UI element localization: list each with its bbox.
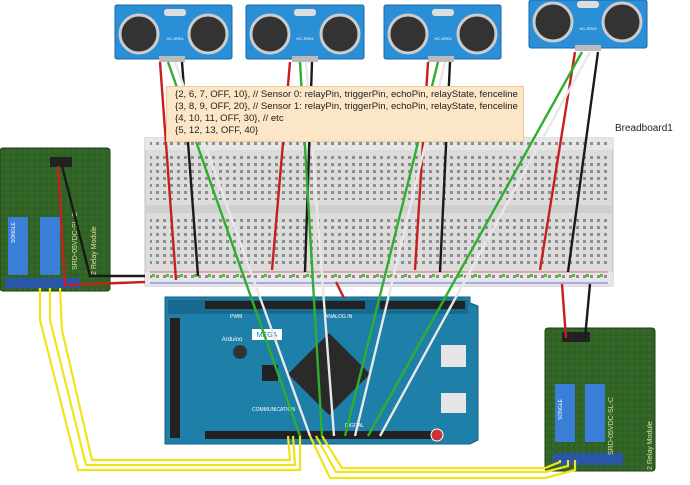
code-note: {2, 6, 7, OFF, 10}, // Sensor 0: relayPi…	[166, 86, 524, 142]
power-rail-top	[150, 140, 608, 148]
terminal-strip-bottom	[150, 216, 608, 264]
ultrasonic-sensor-2: HC-SR04	[245, 4, 365, 62]
relay-right-brand: SONGLE	[558, 398, 564, 420]
ultrasonic-sensor-1: HC-SR04	[114, 4, 233, 62]
relay-right-2	[585, 384, 605, 442]
sensor-1-label: HC-SR04	[166, 36, 184, 41]
header-pins-right	[562, 332, 590, 342]
relay-left-1	[8, 217, 28, 275]
screw-terminals-right	[553, 453, 623, 465]
digital-label: DIGITAL	[345, 423, 364, 429]
relay-module-left: 2 Relay Module SRD-05VDC-SL-C SONGLE	[0, 147, 111, 292]
relay-right-part: SRD-05VDC-SL-C	[608, 397, 615, 455]
wires-yellow	[38, 287, 577, 480]
header-pins-left	[50, 157, 72, 167]
usb-port	[441, 345, 466, 367]
ultrasonic-sensor-4: HC-SR04	[528, 0, 648, 51]
relay-module-right: 2 Relay Module SRD-05VDC-SL-C SONGLE	[544, 327, 656, 472]
sensor-3-label: HC-SR04	[434, 36, 452, 41]
sensor-4-label: HC-SR04	[579, 26, 597, 31]
arduino-mega-board: MEGA Arduino COMMUNICATION ANALOG IN PWM…	[164, 296, 479, 445]
capacitor	[233, 345, 247, 359]
ultrasonic-sensor-3: HC-SR04	[383, 4, 502, 62]
code-line-3: {4, 10, 11, OFF, 30}, // etc	[175, 113, 284, 124]
code-line-1: {2, 6, 7, OFF, 10}, // Sensor 0: relayPi…	[175, 89, 518, 100]
sensor-2-label: HC-SR04	[296, 36, 314, 41]
breadboard-label: Breadboard1	[615, 123, 673, 134]
breadboard	[144, 137, 614, 287]
communication-label: COMMUNICATION	[252, 407, 295, 413]
terminal-strip-top	[150, 155, 608, 200]
code-line-2: {3, 8, 9, OFF, 20}, // Sensor 1: relayPi…	[175, 101, 518, 112]
relay-right-title: 2 Relay Module	[647, 421, 654, 470]
arduino-brand-label: Arduino	[222, 337, 243, 343]
relay-left-2	[40, 217, 60, 275]
reset-button	[430, 428, 444, 442]
relay-left-title: 2 Relay Module	[91, 226, 98, 275]
relay-right-1	[555, 384, 575, 442]
relay-left-part: SRD-05VDC-SL-C	[72, 212, 79, 270]
code-line-4: {5, 12, 13, OFF, 40}	[175, 125, 259, 136]
analog-label: ANALOG IN	[325, 314, 353, 320]
pwm-label: PWM	[230, 314, 242, 320]
screw-terminals-left	[5, 278, 80, 288]
power-jack	[441, 393, 466, 413]
center-channel	[145, 205, 613, 213]
arduino-model-label: MEGA	[257, 332, 278, 339]
relay-left-brand: SONGLE	[11, 221, 17, 243]
